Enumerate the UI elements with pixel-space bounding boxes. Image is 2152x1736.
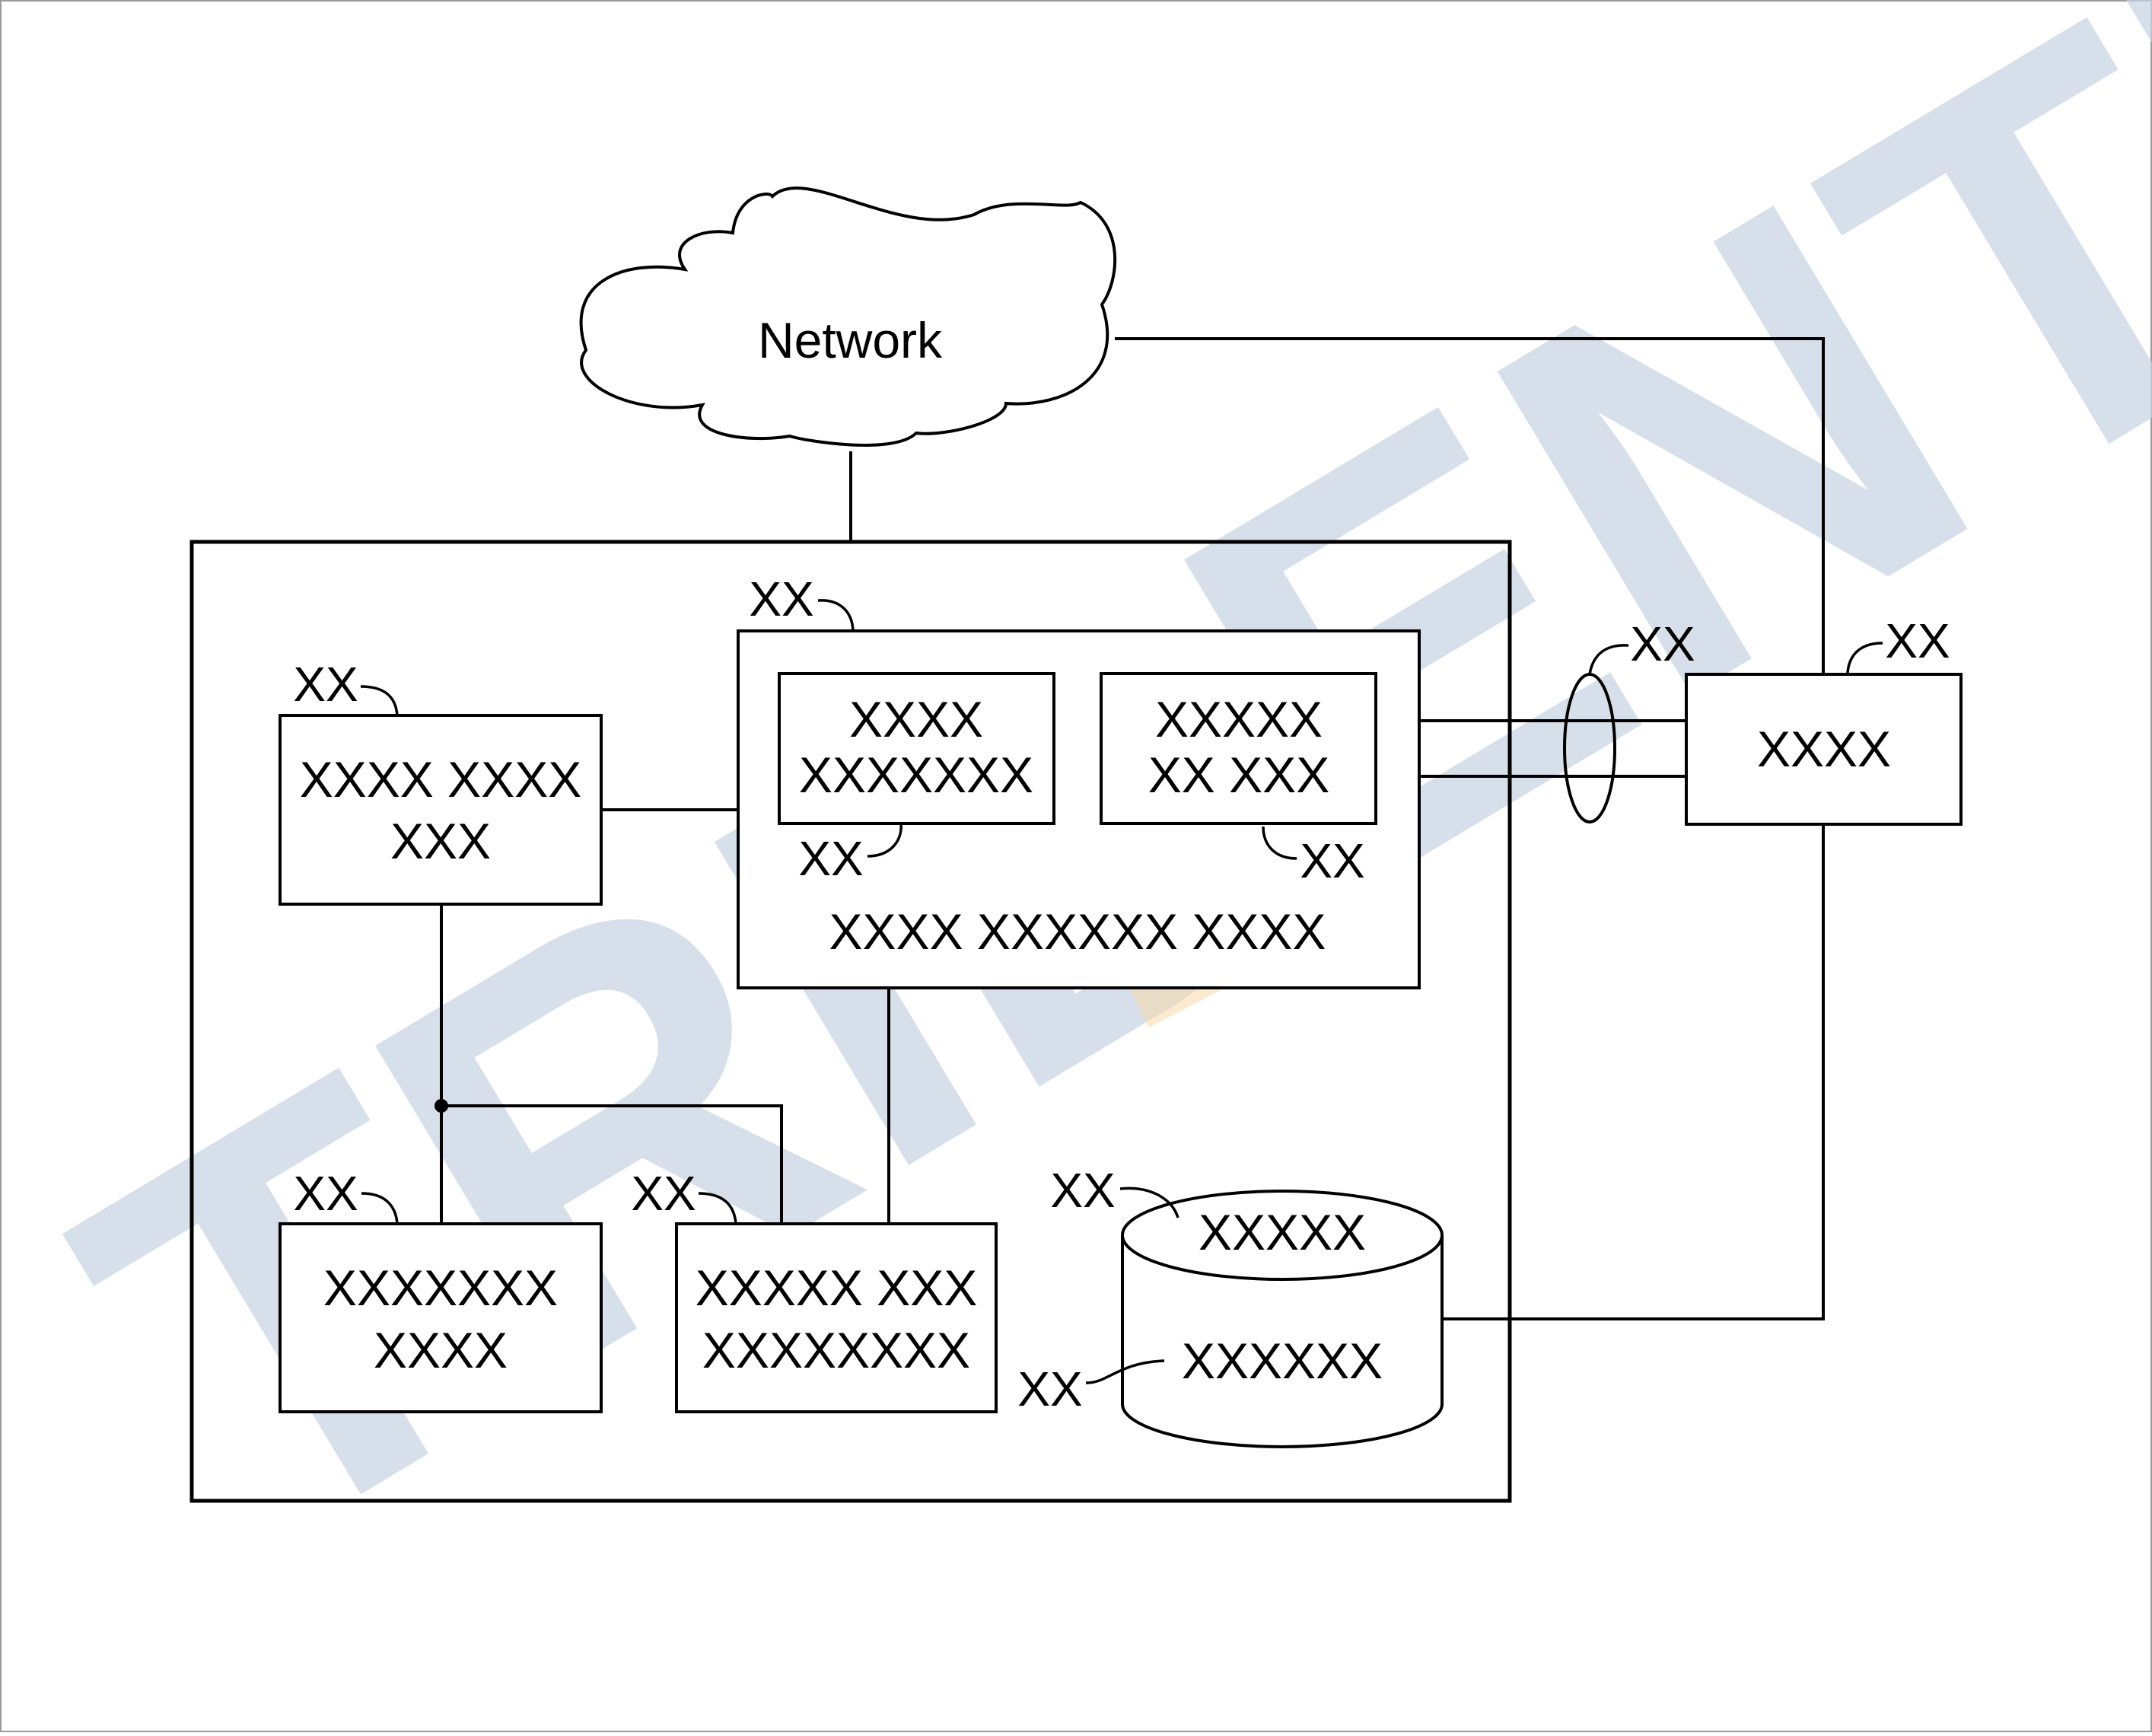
system-boundary — [189, 540, 1512, 1503]
network-cloud: Network — [579, 186, 1117, 447]
bottom-middle-box-leader — [698, 1192, 737, 1225]
network-to-external-line — [1115, 337, 1825, 674]
inner-left-box-ref: XX — [798, 831, 863, 886]
inner-right-box: XXXXX XX XXX XX — [1100, 672, 1377, 888]
bottom-middle-box-ref: XX — [631, 1166, 696, 1221]
bottom-left-box-ref: XX — [293, 1166, 358, 1221]
database-top-leader — [1119, 1187, 1179, 1218]
external-box-line1: XXXX — [1757, 721, 1891, 777]
database-body-leader — [1085, 1359, 1165, 1384]
bundle-marker: XX — [1563, 616, 1695, 823]
inner-left-box-leader — [867, 823, 903, 858]
top-left-box-leader — [360, 685, 399, 716]
inner-right-box-line1: XXXXX — [1155, 691, 1323, 747]
bottom-middle-box: XXXXX XXX XXXXXXXX XX — [631, 1166, 998, 1413]
top-left-box-line1: XXXX XXXX — [300, 751, 582, 807]
database-body-label: XXXXXX — [1182, 1333, 1383, 1389]
bottom-left-box-leader — [361, 1192, 399, 1225]
network-label: Network — [758, 312, 943, 368]
inner-right-box-line2: XX XXX — [1148, 747, 1329, 803]
top-left-box-line2: XXX — [390, 813, 491, 869]
bottom-left-box: XXXXXXX XXXX XX — [279, 1166, 603, 1413]
bottom-middle-box-line2: XXXXXXXX — [702, 1322, 970, 1378]
inner-right-box-ref: XX — [1300, 833, 1364, 888]
bottom-middle-box-line1: XXXXX XXX — [696, 1260, 978, 1316]
inner-left-box-line2: XXXXXXX — [799, 747, 1033, 803]
database-top-ref: XX — [1050, 1163, 1115, 1218]
center-group-ref: XX — [749, 572, 813, 626]
database-top-label: XXXXX — [1199, 1204, 1366, 1260]
center-group-leader — [817, 599, 855, 632]
bundle-ref: XX — [1630, 616, 1695, 671]
center-group-label: XXXX XXXXXX XXXX — [829, 903, 1326, 960]
junction-to-bottommiddle-line — [441, 1104, 783, 1224]
external-box: XXXX XX — [1685, 613, 1963, 826]
inner-right-box-leader — [1262, 826, 1297, 860]
bottom-left-box-line1: XXXXXXX — [323, 1260, 558, 1316]
junction-dot — [435, 1099, 448, 1113]
connectors — [435, 337, 1825, 1320]
external-box-ref: XX — [1885, 613, 1950, 668]
external-to-database-line — [1443, 824, 1825, 1320]
inner-left-box-line1: XXXX — [849, 691, 983, 747]
top-left-box-ref: XX — [293, 657, 358, 712]
database-cylinder: XXXXX XXXXXX XX XX — [1017, 1163, 1444, 1448]
top-left-box: XXXX XXXX XXX XX — [279, 657, 603, 906]
inner-left-box: XXXX XXXXXXX XX — [778, 672, 1055, 886]
external-box-leader — [1846, 642, 1883, 674]
database-body-ref: XX — [1017, 1362, 1082, 1416]
bottom-left-box-line2: XXXX — [374, 1322, 508, 1378]
bundle-leader — [1588, 644, 1629, 675]
